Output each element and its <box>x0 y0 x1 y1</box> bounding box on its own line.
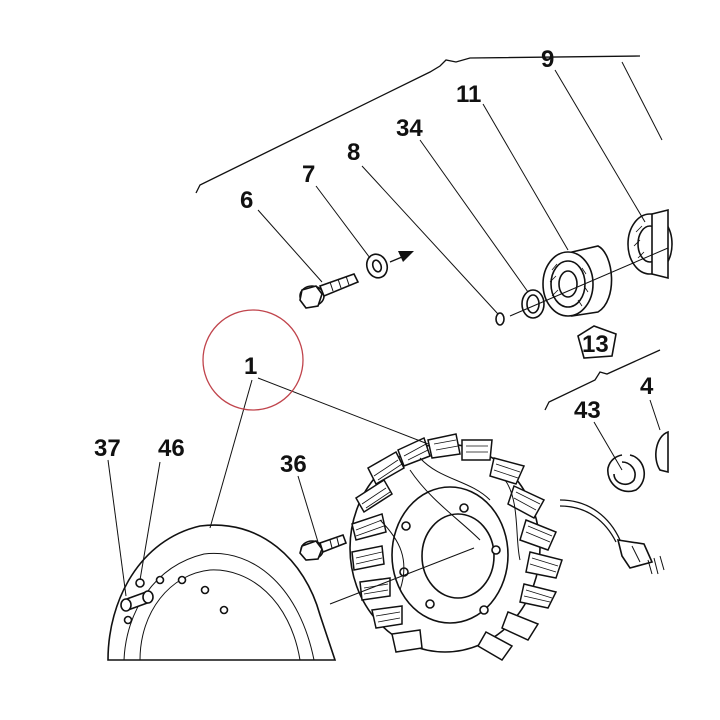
shaft-axis-line <box>509 247 669 317</box>
callout-13: 13 <box>582 331 609 358</box>
leader-37 <box>107 459 127 597</box>
callout-8: 8 <box>347 139 360 166</box>
leader-11 <box>482 103 569 251</box>
part-6-bolt <box>299 273 360 309</box>
leader-46 <box>139 461 161 581</box>
stator-cable-connector <box>559 499 665 575</box>
leader-6 <box>257 209 323 283</box>
part-11-bearing <box>542 245 613 317</box>
stator-coil-assembly <box>349 433 563 661</box>
part-36-screw <box>299 533 348 561</box>
callout-11: 11 <box>456 81 481 108</box>
part-9-bearing <box>627 208 673 280</box>
callout-36: 36 <box>280 451 307 478</box>
leader-1-stator <box>257 377 429 445</box>
callout-46: 46 <box>158 435 185 462</box>
part-34-circlip <box>521 289 545 319</box>
leader-lines <box>107 61 663 605</box>
callout-7: 7 <box>302 161 315 188</box>
part-7-washer <box>365 253 389 279</box>
part-4-partial <box>655 430 669 474</box>
top-assembly-bracket <box>195 55 641 194</box>
leader-36 <box>297 475 319 543</box>
leader-43 <box>593 421 623 471</box>
part-8-o-ring <box>495 312 505 326</box>
right-assembly-bracket <box>544 349 661 411</box>
leader-9 <box>554 69 646 223</box>
callout-9: 9 <box>541 46 554 73</box>
callout-4: 4 <box>640 373 654 400</box>
highlight-circle <box>202 309 304 411</box>
leader-8 <box>361 165 499 315</box>
flywheel-axis <box>329 547 475 605</box>
part-1-flywheel <box>107 524 337 661</box>
callout-37: 37 <box>94 435 121 462</box>
leader-4 <box>649 399 661 431</box>
leader-1-flywheel <box>209 379 253 529</box>
leader-9b <box>621 61 663 141</box>
part-13-tag <box>577 325 617 359</box>
part-43-snap-ring <box>607 454 646 493</box>
callout-1: 1 <box>244 353 257 380</box>
callout-43: 43 <box>574 397 601 424</box>
assembly-direction-arrow <box>389 251 414 263</box>
callout-34: 34 <box>396 115 423 142</box>
leader-7 <box>315 185 371 259</box>
callout-6: 6 <box>240 187 253 214</box>
part-37-46-dowel-pins <box>120 590 154 612</box>
leader-34 <box>419 139 529 293</box>
